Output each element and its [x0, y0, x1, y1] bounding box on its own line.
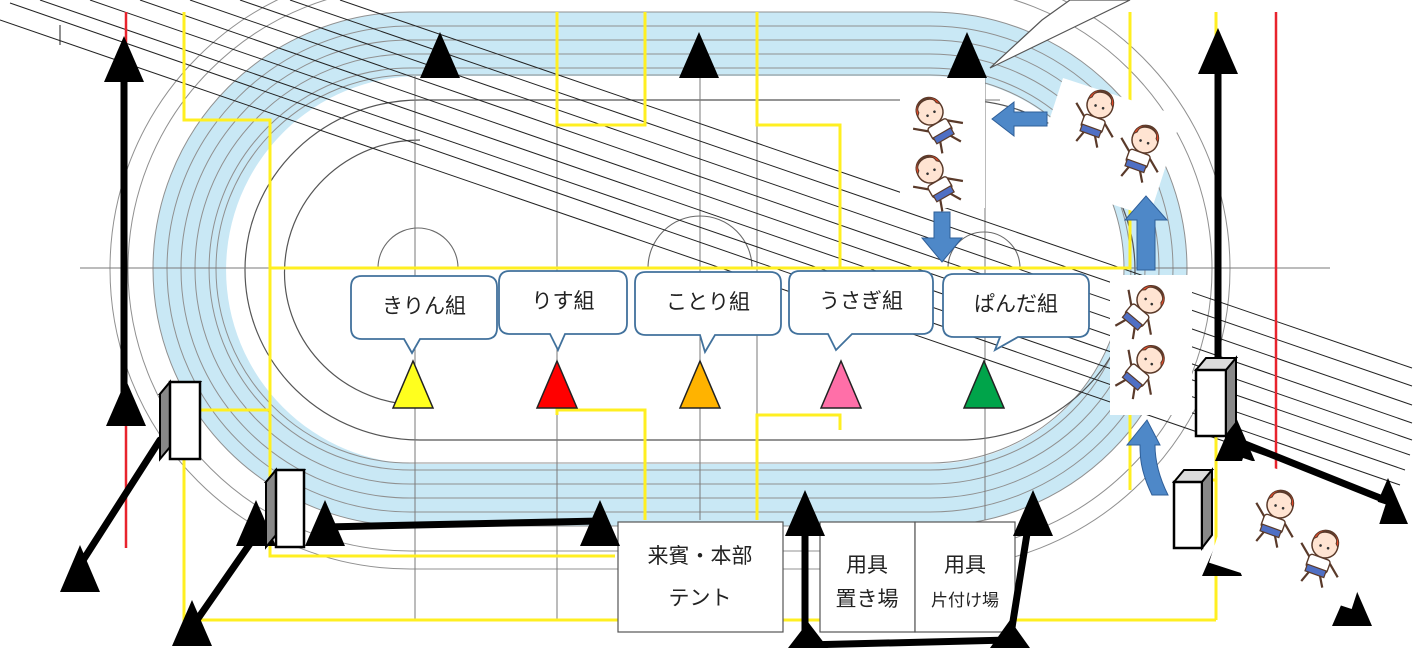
- group-label-panda: ぱんだ組: [974, 292, 1058, 316]
- equipment-placement-area: 用具 置き場: [819, 521, 916, 633]
- group-bubble-kotori: ことり組: [634, 271, 782, 355]
- equipment-cleanup-area: 用具 片付け場: [914, 521, 1016, 633]
- gate-pillar-icon: [263, 467, 307, 550]
- marker-icon: [1198, 28, 1238, 74]
- tent-label-line2: テント: [669, 586, 732, 610]
- group-position-kotori: [678, 359, 722, 409]
- equipment-cleanup-line2: 片付け場: [931, 591, 999, 611]
- tent-area: 来賓・本部 テント: [617, 521, 784, 633]
- marker-icon: [1013, 490, 1053, 536]
- group-label-kirin: きりん組: [382, 294, 466, 318]
- marker-icon: [305, 500, 345, 546]
- flow-arrows: [920, 100, 1169, 496]
- group-bubbles: きりん組 りす組 ことり組 うさぎ組 ぱんだ組: [350, 270, 1090, 355]
- group-positions: [391, 359, 1006, 409]
- marker-icon: [60, 545, 100, 592]
- movement-markers: [60, 28, 1408, 648]
- gate-pillar-icon: [157, 379, 203, 462]
- group-label-usagi: うさぎ組: [819, 289, 903, 313]
- group-position-usagi: [819, 359, 863, 409]
- marker-icon: [580, 500, 620, 546]
- gate-pillars: [157, 355, 1239, 551]
- marker-icon: [420, 32, 460, 78]
- marker-icon: [785, 490, 825, 536]
- movement-lines: [76, 61, 1389, 648]
- tent-label-line1: 来賓・本部: [648, 544, 753, 568]
- equipment-cleanup-line1: 用具: [944, 553, 986, 577]
- group-bubble-kirin: きりん組: [350, 275, 498, 355]
- group-position-panda: [962, 359, 1006, 409]
- group-bubble-risu: りす組: [498, 270, 628, 353]
- marker-icon: [104, 36, 144, 82]
- group-bubble-panda: ぱんだ組: [942, 273, 1090, 353]
- marker-icon: [106, 380, 146, 426]
- marker-icon: [679, 32, 719, 78]
- speech-callout: [989, 0, 1131, 69]
- equipment-placement-line1: 用具: [846, 553, 888, 577]
- marker-icon: [1215, 415, 1255, 461]
- children-card: [1209, 458, 1386, 609]
- inner-curve-left: [283, 139, 421, 406]
- group-position-kirin: [391, 359, 435, 409]
- blue-arrow-left-icon: [991, 100, 1048, 138]
- marker-icon: [172, 600, 212, 646]
- center-circles: [377, 215, 1021, 269]
- children-card: [1030, 78, 1182, 217]
- blue-curved-arrow-icon: [1125, 419, 1169, 496]
- group-bubble-usagi: うさぎ組: [788, 270, 934, 352]
- marker-icon: [990, 620, 1030, 648]
- gate-pillar-icon: [1171, 467, 1215, 551]
- group-label-kotori: ことり組: [666, 290, 750, 314]
- marker-icon: [788, 622, 828, 648]
- group-label-risu: りす組: [532, 289, 595, 313]
- marker-icon: [947, 32, 987, 78]
- blue-arrow-up-icon: [1123, 195, 1169, 271]
- equipment-placement-line2: 置き場: [836, 587, 899, 611]
- children-illustrations: [900, 78, 1386, 609]
- group-position-risu: [535, 359, 579, 409]
- blue-arrow-down-icon: [920, 211, 964, 263]
- gate-pillar-icon: [1193, 355, 1239, 439]
